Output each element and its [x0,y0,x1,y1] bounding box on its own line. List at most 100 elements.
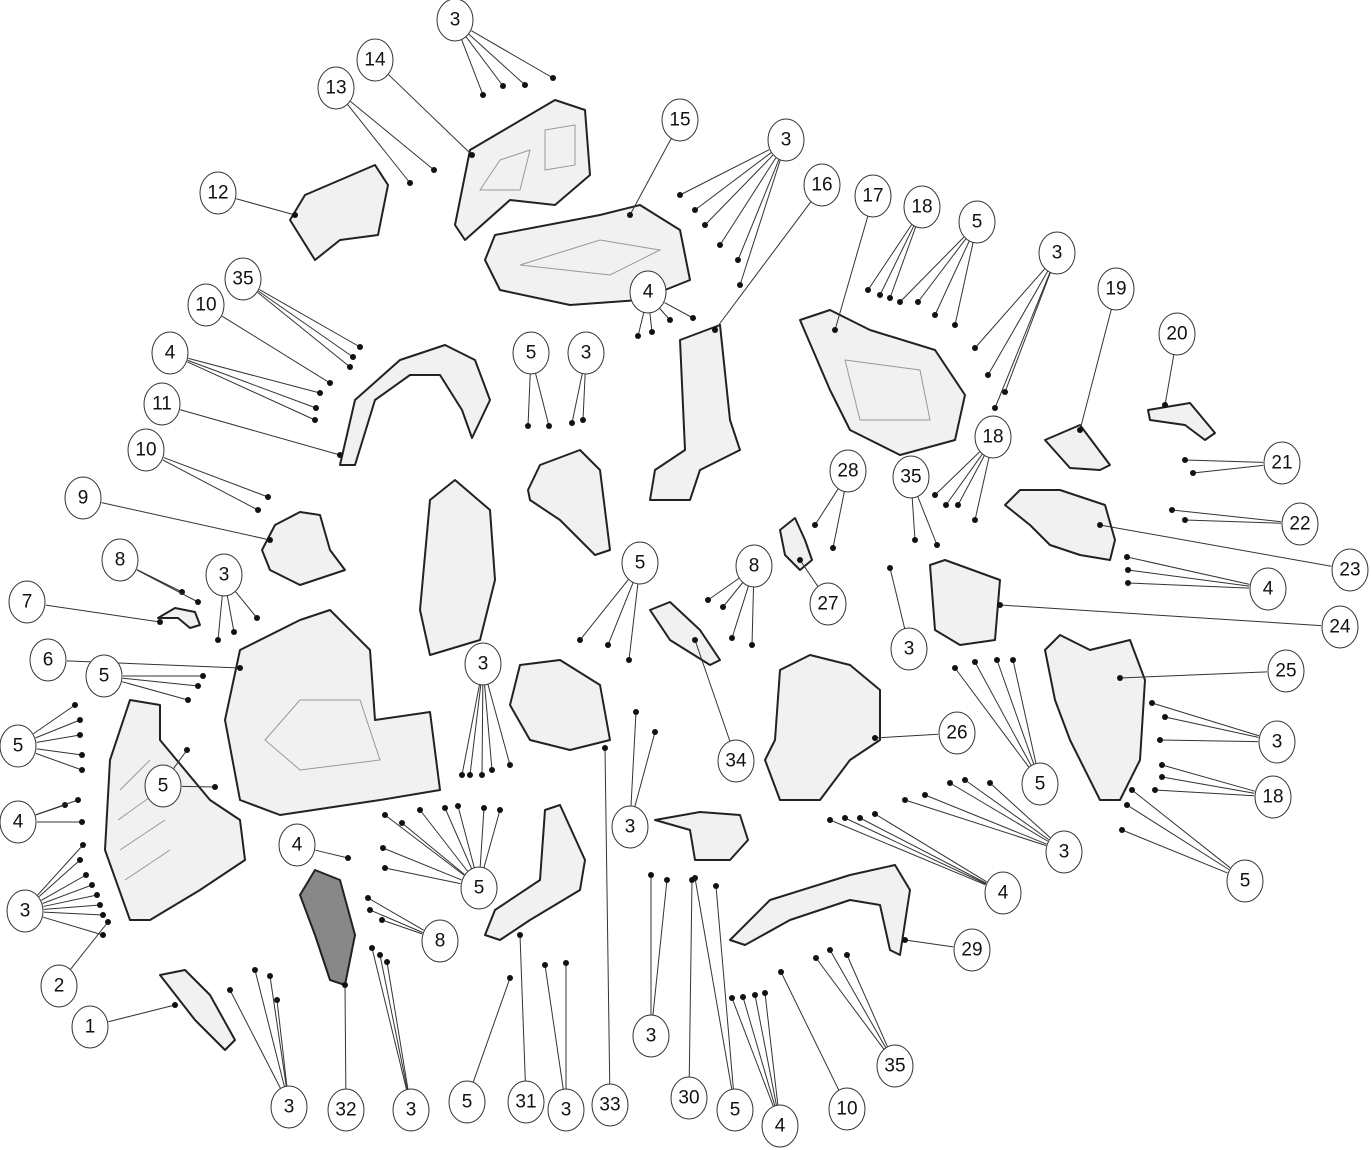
leader-line [899,236,965,303]
fastener-icon [77,732,83,738]
fastener-icon [481,805,487,811]
callout-3: 3 [436,0,474,42]
callout-3: 3 [392,1088,430,1132]
callout-34: 34 [717,739,755,783]
callout-16: 16 [803,163,841,207]
leader-line [867,224,913,291]
leader-line [694,152,772,211]
fastener-icon [872,811,878,817]
callout-8: 8 [735,544,773,588]
callout-label: 7 [22,592,33,613]
callout-circle [1258,720,1296,764]
leader-line [582,373,586,421]
leader-line [715,885,734,1090]
leader-line [1164,716,1259,738]
fastener-icon [577,637,583,643]
fastener-icon [369,945,375,951]
callout-26: 26 [938,711,976,755]
leader-line [259,289,361,348]
callout-label: 3 [284,1097,295,1118]
part-27-bracket [779,517,813,571]
leader-line [35,752,83,771]
callout-circle [1249,567,1287,611]
callout-label: 4 [1263,579,1274,600]
fastener-icon [922,792,928,798]
leader-line [229,989,281,1089]
fastener-icon [72,702,78,708]
fastener-icon [265,494,271,500]
fastener-icon [507,975,513,981]
callout-circle [512,331,550,375]
callout-circle [64,476,102,520]
leader-line [226,595,235,633]
fastener-icon [602,745,608,751]
fastener-icon [705,597,711,603]
fastener-icon [569,420,575,426]
fastener-icon [1129,787,1135,793]
callout-circle [1263,441,1301,485]
leader-line [874,733,939,739]
part-31-panel [484,804,586,941]
fastener-icon [972,517,978,523]
callout-label: 11 [152,394,172,415]
callout-label: 5 [1240,871,1251,892]
callout-circle [101,538,139,582]
callout-label: 10 [195,295,216,316]
callout-label: 1 [85,1017,96,1038]
fastener-icon [626,657,632,663]
leader-line [187,361,316,421]
fastener-icon [778,969,784,975]
callout-5: 5 [0,724,37,768]
fastener-icon [274,997,280,1003]
leader-line [637,312,645,337]
callout-label: 26 [946,723,967,744]
callout-circle [421,919,459,963]
fastener-icon [752,992,758,998]
callout-label: 4 [998,883,1009,904]
callout-circle [71,1005,109,1049]
fastener-icon [227,987,233,993]
callout-label: 3 [219,565,230,586]
fastener-icon [185,697,191,703]
part-25-side-panel [1044,634,1146,801]
callout-3: 3 [567,331,605,375]
callout-circle [0,800,37,844]
part-7-bracket [157,607,201,629]
callout-label: 4 [775,1116,786,1137]
fastener-icon [717,242,723,248]
leader-line [180,409,341,456]
callout-label: 8 [749,556,760,577]
leader-line [722,582,743,608]
callout-18: 18 [903,185,941,229]
fastener-icon [1162,402,1168,408]
leader-line [607,582,634,646]
fastener-icon [382,865,388,871]
leader-line [1159,739,1259,743]
parts [104,99,1216,1051]
callout-label: 20 [1166,324,1187,345]
fastener-icon [542,962,548,968]
callout-label: 33 [599,1095,620,1116]
leader-lines [33,30,1332,1107]
callout-14: 14 [356,38,394,82]
callout-28: 28 [829,449,867,493]
fastener-icon [648,872,654,878]
leader-line [461,39,484,96]
leader-line [481,684,484,776]
leader-line [37,844,84,896]
fastener-icon [605,642,611,648]
callout-10: 10 [127,428,165,472]
fastener-icon [407,180,413,186]
fastener-icon [459,772,465,778]
fastener-icon [417,807,423,813]
leader-line [679,149,770,196]
leader-line [36,748,83,756]
callout-circle [984,871,1022,915]
fastener-icon [313,405,319,411]
callout-circle [1045,830,1083,874]
callout-3: 3 [1045,830,1083,874]
callout-circle [717,739,755,783]
leader-line [388,74,473,156]
leader-line [43,904,101,910]
leader-line [829,949,887,1048]
